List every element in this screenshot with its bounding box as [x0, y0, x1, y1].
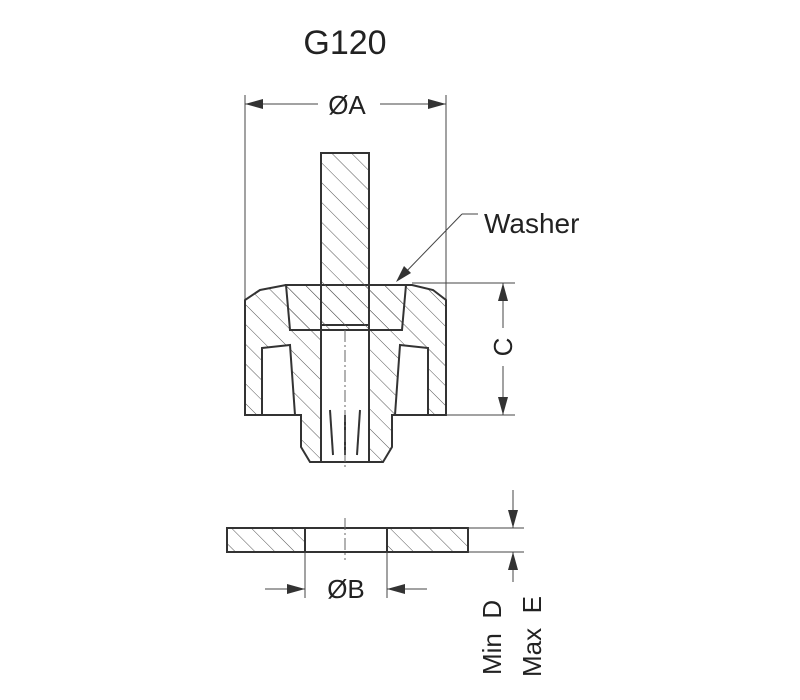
dimension-label-c: C [488, 338, 518, 357]
dimension-diameter-b: ØB [265, 552, 427, 604]
washer-label: Washer [484, 208, 579, 239]
dimension-label-min-d: Min D [477, 600, 507, 675]
dimension-label-b: ØB [327, 574, 365, 604]
dimension-label-max-e: Max E [517, 596, 547, 677]
shaft [320, 152, 370, 331]
dimension-label-a: ØA [328, 90, 366, 120]
washer-callout: Washer [396, 208, 579, 282]
dimension-d-e [468, 490, 524, 582]
dimension-c: C [412, 282, 518, 416]
drawing-title: G120 [303, 24, 386, 62]
washer-plate [226, 518, 469, 560]
